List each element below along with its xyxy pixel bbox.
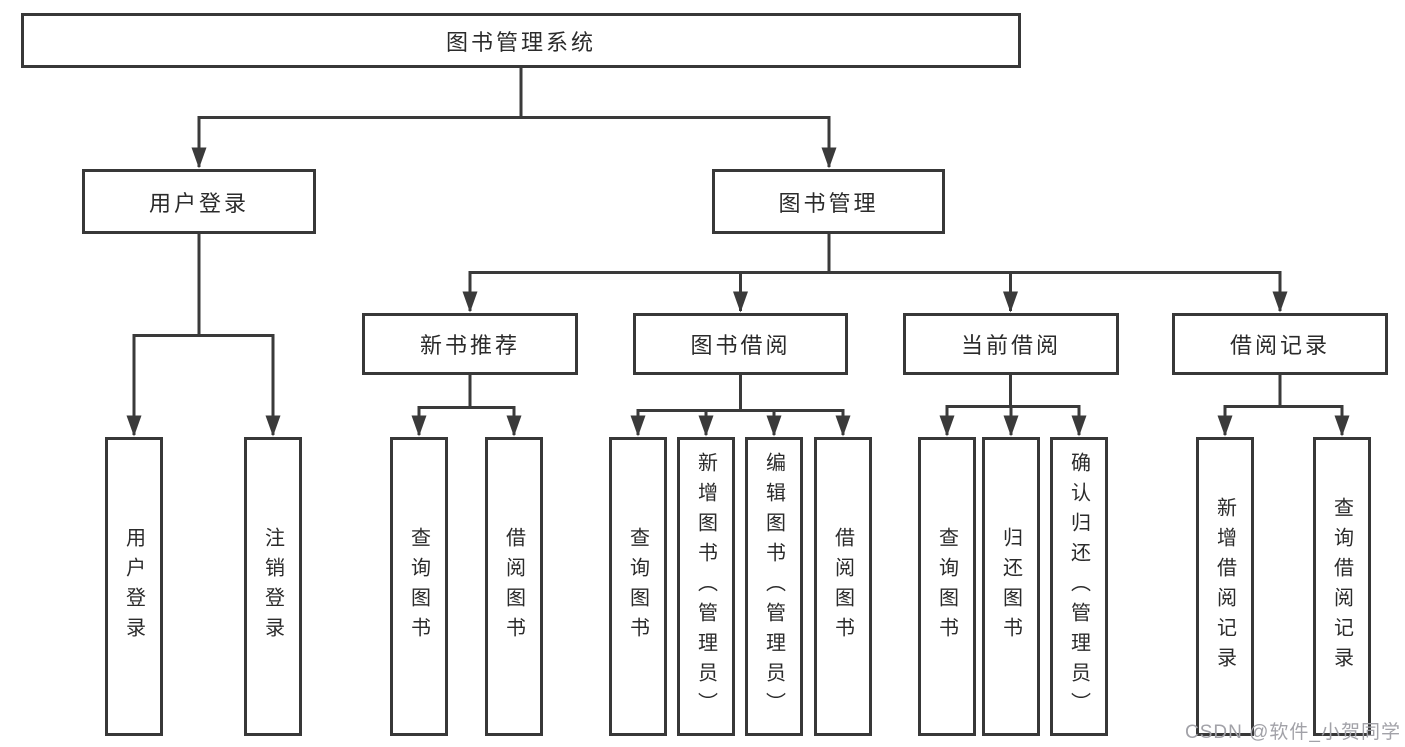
node-user-login: 用户登录 (82, 169, 316, 234)
leaf-edit-books-admin: 编辑图书（管理员） (745, 437, 803, 736)
node-borrow-records: 借阅记录 (1172, 313, 1388, 375)
node-root: 图书管理系统 (21, 13, 1021, 68)
leaf-add-borrow-record: 新增借阅记录 (1196, 437, 1254, 736)
leaf-recommend-borrow-books: 借阅图书 (485, 437, 543, 736)
leaf-user-login: 用户登录 (105, 437, 163, 736)
node-book-management: 图书管理 (712, 169, 945, 234)
leaf-borrow-books: 借阅图书 (814, 437, 872, 736)
leaf-query-borrow-record: 查询借阅记录 (1313, 437, 1371, 736)
leaf-recommend-query-books: 查询图书 (390, 437, 448, 736)
node-current-borrow: 当前借阅 (903, 313, 1119, 375)
leaf-borrow-query-books: 查询图书 (609, 437, 667, 736)
leaf-add-books-admin: 新增图书（管理员） (677, 437, 735, 736)
leaf-return-books: 归还图书 (982, 437, 1040, 736)
leaf-current-query-books: 查询图书 (918, 437, 976, 736)
csdn-watermark: CSDN @软件_小贺同学 (1185, 722, 1401, 743)
leaf-confirm-return-admin: 确认归还（管理员） (1050, 437, 1108, 736)
node-new-book-recommend: 新书推荐 (362, 313, 578, 375)
node-book-borrow: 图书借阅 (633, 313, 848, 375)
leaf-logout: 注销登录 (244, 437, 302, 736)
